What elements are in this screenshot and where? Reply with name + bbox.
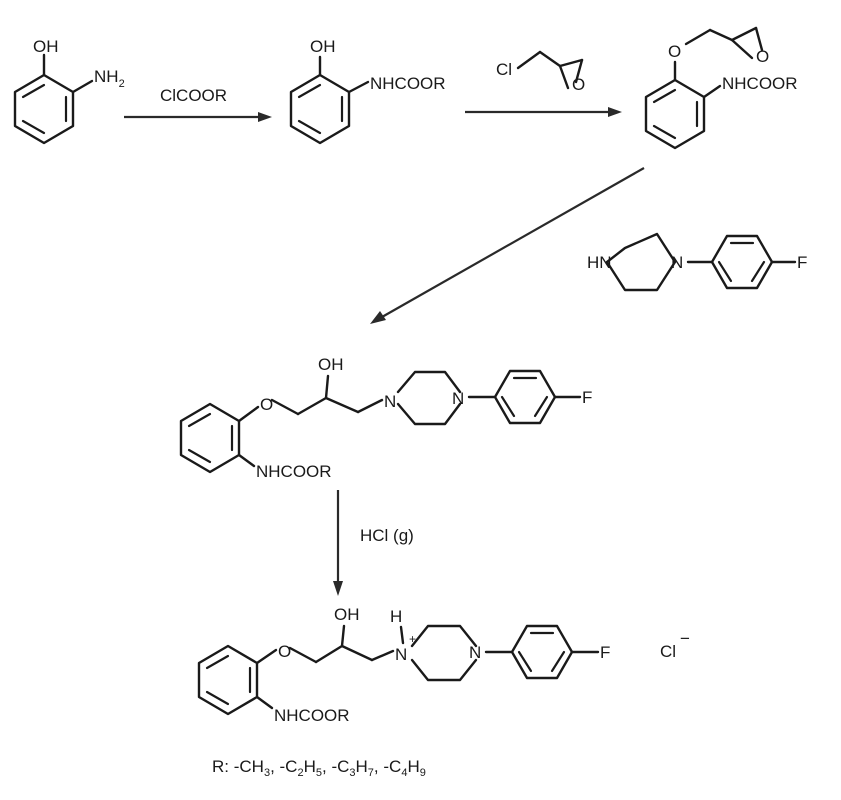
compound-free-base: O OH N N F NHCOOR (179, 355, 592, 481)
chloride-counterion-label: Cl (660, 642, 676, 661)
r-group-definition: R: -CH3, -C2H5, -C3H7, -C4H9 (212, 757, 426, 779)
piperazine-n4-label: N (452, 389, 464, 408)
reagent-fluorophenylpiperazine: HN N F (587, 232, 807, 292)
compound-hydrochloride-salt: O OH N H + N F Cl − NHCOOR (197, 605, 690, 725)
reagent-chloroformate: ClCOOR (160, 86, 227, 105)
epichlorohydrin-cl-label: Cl (496, 60, 512, 79)
ether-o-label: O (278, 642, 291, 661)
oh-label: OH (33, 37, 59, 56)
nhcoor-label: NHCOOR (370, 74, 446, 93)
piperazine-n-label: N (671, 253, 683, 272)
reaction-arrow-2: Cl O (465, 50, 622, 117)
oh-label: OH (318, 355, 344, 374)
epoxide-o-label: O (572, 75, 585, 94)
fluorine-label: F (797, 253, 807, 272)
ether-o-label: O (668, 42, 681, 61)
chloride-minus-label: − (680, 629, 690, 648)
nh2-label: NH2 (94, 67, 125, 90)
oh-label: OH (334, 605, 360, 624)
compound-glycidyl-ether: O O NHCOOR (644, 26, 798, 150)
ammonium-h-label: H (390, 607, 402, 626)
reaction-arrow-4: HCl (g) (333, 490, 414, 596)
piperazine-n4-label: N (469, 643, 481, 662)
ether-o-label: O (260, 395, 273, 414)
oh-label: OH (310, 37, 336, 56)
charge-plus-label: + (409, 632, 416, 646)
compound-carbamate-phenol: OH NHCOOR (289, 37, 446, 145)
piperazine-hn-label: HN (587, 253, 612, 272)
nhcoor-label: NHCOOR (256, 462, 332, 481)
reaction-arrow-1: ClCOOR (124, 86, 272, 122)
fluorine-label: F (582, 388, 592, 407)
reaction-arrow-3 (370, 167, 645, 324)
reagent-hcl: HCl (g) (360, 526, 414, 545)
nhcoor-label: NHCOOR (722, 74, 798, 93)
epoxide-o-label: O (756, 47, 769, 66)
piperazine-n1-label: N (384, 392, 396, 411)
nhcoor-label: NHCOOR (274, 706, 350, 725)
fluorine-label: F (600, 643, 610, 662)
piperazinium-n-label: N (395, 645, 407, 664)
compound-2-aminophenol: OH NH2 (13, 37, 125, 145)
